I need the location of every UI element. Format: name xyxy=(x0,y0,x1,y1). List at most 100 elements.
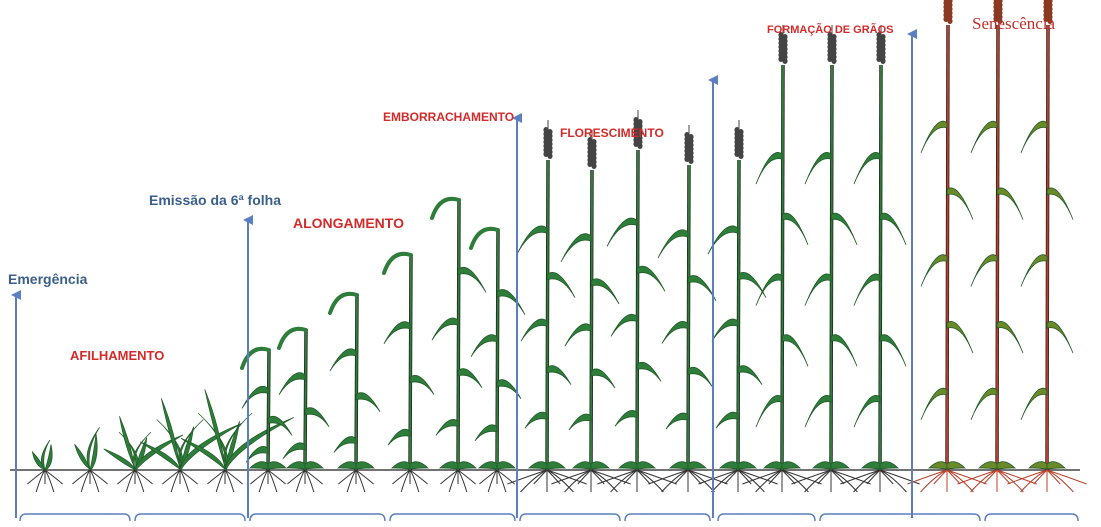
leaf xyxy=(457,368,483,388)
stem xyxy=(737,159,740,471)
leaf xyxy=(527,461,548,470)
root xyxy=(840,469,881,485)
root xyxy=(957,469,998,485)
leaf xyxy=(715,411,739,429)
root xyxy=(946,469,987,485)
root xyxy=(496,469,515,485)
root xyxy=(80,469,91,493)
root xyxy=(134,469,153,485)
wheat-plant-icon xyxy=(27,439,63,493)
leaf xyxy=(267,461,288,470)
root xyxy=(258,469,269,493)
wheat-plant-icon xyxy=(277,326,330,493)
root xyxy=(295,469,306,493)
spike xyxy=(543,120,553,159)
leaf xyxy=(668,461,689,470)
root xyxy=(996,469,1037,485)
root xyxy=(392,469,411,485)
root xyxy=(1046,469,1074,493)
root xyxy=(577,469,592,485)
leaf xyxy=(804,395,832,428)
label-emergencia: Emergência xyxy=(8,271,88,287)
root xyxy=(35,469,46,493)
leaf xyxy=(1046,461,1067,470)
wheat-plant-icon xyxy=(328,291,381,493)
root xyxy=(1046,469,1087,485)
leaf xyxy=(996,321,1024,354)
leaf xyxy=(590,368,616,389)
leaf xyxy=(977,461,998,470)
leaf xyxy=(1027,461,1048,470)
stem xyxy=(830,64,833,471)
leaf xyxy=(387,428,411,446)
leaf xyxy=(762,461,783,470)
root xyxy=(457,469,476,485)
leaf xyxy=(606,217,638,247)
leaf xyxy=(1046,187,1074,220)
leaf xyxy=(617,461,638,470)
root xyxy=(287,469,306,485)
root xyxy=(711,469,739,493)
wheat-plant-icon xyxy=(180,389,295,493)
wheat-plant-icon xyxy=(240,346,293,493)
leaf xyxy=(636,461,657,470)
spike xyxy=(943,0,953,24)
leaf xyxy=(996,461,1017,470)
leaf xyxy=(718,461,739,470)
wheat-plant-icon xyxy=(597,110,677,493)
root xyxy=(933,469,948,485)
stem xyxy=(996,24,999,471)
leaf xyxy=(665,412,689,430)
root xyxy=(879,469,920,485)
leaf xyxy=(571,461,592,470)
wheat-plant-icon xyxy=(742,25,822,493)
stem xyxy=(546,159,549,471)
root xyxy=(89,469,108,485)
root xyxy=(879,469,907,493)
root xyxy=(179,469,198,485)
root xyxy=(520,469,548,493)
root xyxy=(996,469,1024,493)
leaf xyxy=(879,461,900,470)
root xyxy=(1007,469,1048,485)
leaf xyxy=(970,254,998,287)
root xyxy=(224,469,243,485)
spike xyxy=(827,25,837,64)
leaf xyxy=(970,387,998,421)
root xyxy=(866,469,881,485)
root xyxy=(674,469,689,485)
root xyxy=(698,469,739,485)
root xyxy=(355,469,374,485)
root xyxy=(804,469,832,493)
stem xyxy=(879,64,882,471)
stem xyxy=(457,199,460,471)
spike xyxy=(587,130,597,169)
spike xyxy=(876,25,886,64)
leaf xyxy=(516,225,548,255)
leaf xyxy=(546,461,567,470)
leaf xyxy=(241,385,269,409)
spike xyxy=(684,125,694,164)
leaf xyxy=(614,409,638,427)
root xyxy=(636,469,664,493)
leaf xyxy=(804,273,832,306)
leaf xyxy=(590,278,620,305)
wheat-plant-icon xyxy=(957,0,1037,493)
root xyxy=(250,469,269,485)
wheat-plant-icon xyxy=(507,120,587,493)
root xyxy=(853,469,881,493)
leaf xyxy=(304,407,330,428)
leaf xyxy=(879,334,907,367)
root xyxy=(487,469,498,493)
leaf xyxy=(860,461,881,470)
root xyxy=(215,469,226,493)
leaf xyxy=(853,395,881,428)
leaf xyxy=(248,461,269,470)
leaf xyxy=(1020,254,1048,287)
root xyxy=(597,469,638,485)
root xyxy=(125,469,136,493)
leaf xyxy=(1046,321,1074,354)
leaf xyxy=(477,461,498,470)
root xyxy=(781,469,822,485)
wheat-plant-icon xyxy=(840,25,920,493)
